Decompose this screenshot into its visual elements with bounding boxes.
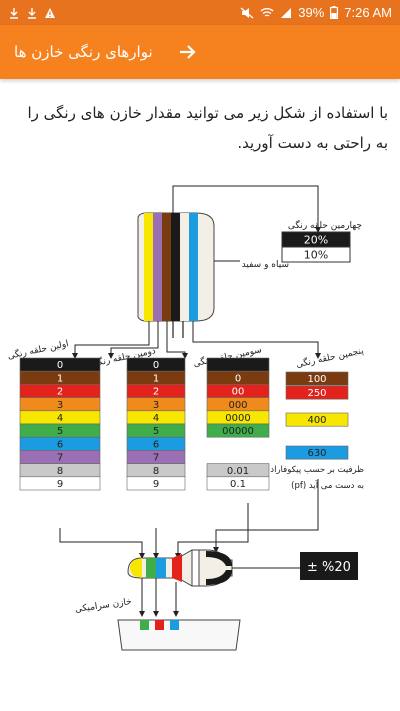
capacitor-color-code-diagram: چهارمین حلقه رنگی سیاه و سفید اولین حلقه… xyxy=(6,185,365,651)
ring5-value-cell xyxy=(285,445,349,460)
ring1-digit-value: 0 xyxy=(57,360,63,371)
warning-icon xyxy=(45,7,55,18)
intro-text: با استفاده از شکل زیر می توانید مقدار خا… xyxy=(27,104,388,152)
ring2-digit-value: 0 xyxy=(153,360,159,371)
first-ring-column: 0 1 2 3 4 5 6 7 8 9 xyxy=(19,357,101,491)
ring1-digit-value: 6 xyxy=(57,439,63,450)
ring5-value-value: 250 xyxy=(307,388,326,399)
ring5-label: پنجمین حلقه رنگی xyxy=(295,344,365,370)
ring1-digit-value: 5 xyxy=(57,426,63,437)
ring2-digit-value: 8 xyxy=(153,466,159,477)
second-ring-column: 0 1 2 3 4 5 6 7 8 9 xyxy=(126,357,186,491)
ring3-multiplier-value: 0000 xyxy=(225,413,250,424)
download-icon xyxy=(10,7,18,19)
ring3-multiplier-cell xyxy=(206,423,270,438)
ring2-digit-cell xyxy=(126,476,186,491)
ring2-digit-value: 5 xyxy=(153,426,159,437)
ceramic-capacitor xyxy=(127,549,233,587)
ring5-value-cell xyxy=(285,371,349,386)
capacity-label-line2: (pf) به دست می آید xyxy=(291,479,364,491)
ring3-multiplier-cell xyxy=(206,476,270,491)
back-arrow-icon[interactable] xyxy=(175,40,199,64)
ring3-multiplier-value: 0.1 xyxy=(230,479,246,490)
page-title: نوارهای رنگی خازن ها xyxy=(14,43,153,61)
app-bar: نوارهای رنگی خازن ها xyxy=(0,25,400,79)
capacity-label-line1: ظرفیت بر حسب پیکوفاراد xyxy=(270,465,364,475)
ring5-value-value: 630 xyxy=(307,448,326,459)
ring3-blank-cell xyxy=(206,357,270,372)
ring1-digit-value: 9 xyxy=(57,479,63,490)
tolerance-10: 10% xyxy=(304,249,328,262)
band-yellow xyxy=(144,213,153,321)
ring2-digit-value: 2 xyxy=(153,387,159,398)
download-icon-2 xyxy=(28,7,36,19)
leader-lines xyxy=(72,185,321,359)
band-violet xyxy=(153,213,162,321)
ring5-value-cell xyxy=(285,385,349,400)
wifi-icon xyxy=(260,7,274,17)
ring2-digit-value: 7 xyxy=(153,453,159,464)
tolerance-table: 20% 10% xyxy=(281,231,351,263)
system-icons: 39% 7:26 AM xyxy=(240,5,392,20)
ceramic-strip xyxy=(117,578,241,651)
ceramic-label: خازن سرامیکی xyxy=(74,597,132,615)
ring5-value-value: 100 xyxy=(307,374,326,385)
mute-icon xyxy=(240,7,254,18)
signal-icon xyxy=(281,7,292,18)
tolerance-box-text: ± %20 xyxy=(307,560,351,575)
ring2-digit-value: 1 xyxy=(153,373,159,384)
tolerance-box: ± %20 xyxy=(300,552,358,580)
battery-icon xyxy=(330,6,339,19)
band-black xyxy=(171,213,180,321)
ring3-multiplier-value: 0 xyxy=(235,373,241,384)
ring2-digit-value: 9 xyxy=(153,479,159,490)
capacitor-body xyxy=(137,212,215,338)
black-white-label: سیاه و سفید xyxy=(242,260,289,270)
ring2-digit-value: 3 xyxy=(153,400,159,411)
ring1-digit-value: 8 xyxy=(57,466,63,477)
tolerance-20: 20% xyxy=(304,234,328,247)
down-arrows xyxy=(59,479,319,569)
ring3-multiplier-value: 00000 xyxy=(222,426,254,437)
ring2-digit-value: 4 xyxy=(153,413,159,424)
notification-icons xyxy=(8,7,56,19)
ring2-digit-value: 6 xyxy=(153,439,159,450)
band-blue xyxy=(189,213,198,321)
ring1-digit-value: 7 xyxy=(57,453,63,464)
ring5-value-cell xyxy=(285,412,349,427)
ring3-multiplier-value: 000 xyxy=(228,400,247,411)
ring3-multiplier-value: 0.01 xyxy=(227,466,249,477)
ring1-digit-value: 2 xyxy=(57,387,63,398)
status-bar: 39% 7:26 AM xyxy=(0,0,400,25)
ring4-label: چهارمین حلقه رنگی xyxy=(288,219,362,231)
band-white xyxy=(180,213,189,321)
ring1-digit-value: 1 xyxy=(57,373,63,384)
battery-level: 39% xyxy=(298,5,325,20)
fifth-ring-column: 100 250 400 630 xyxy=(285,371,349,460)
ring1-digit-value: 3 xyxy=(57,400,63,411)
clock: 7:26 AM xyxy=(344,5,392,20)
band-brown xyxy=(162,213,171,321)
ring3-multiplier-value: 00 xyxy=(232,387,245,398)
ring1-digit-cell xyxy=(19,476,101,491)
ring5-value-value: 400 xyxy=(307,415,326,426)
ring1-digit-value: 4 xyxy=(57,413,63,424)
